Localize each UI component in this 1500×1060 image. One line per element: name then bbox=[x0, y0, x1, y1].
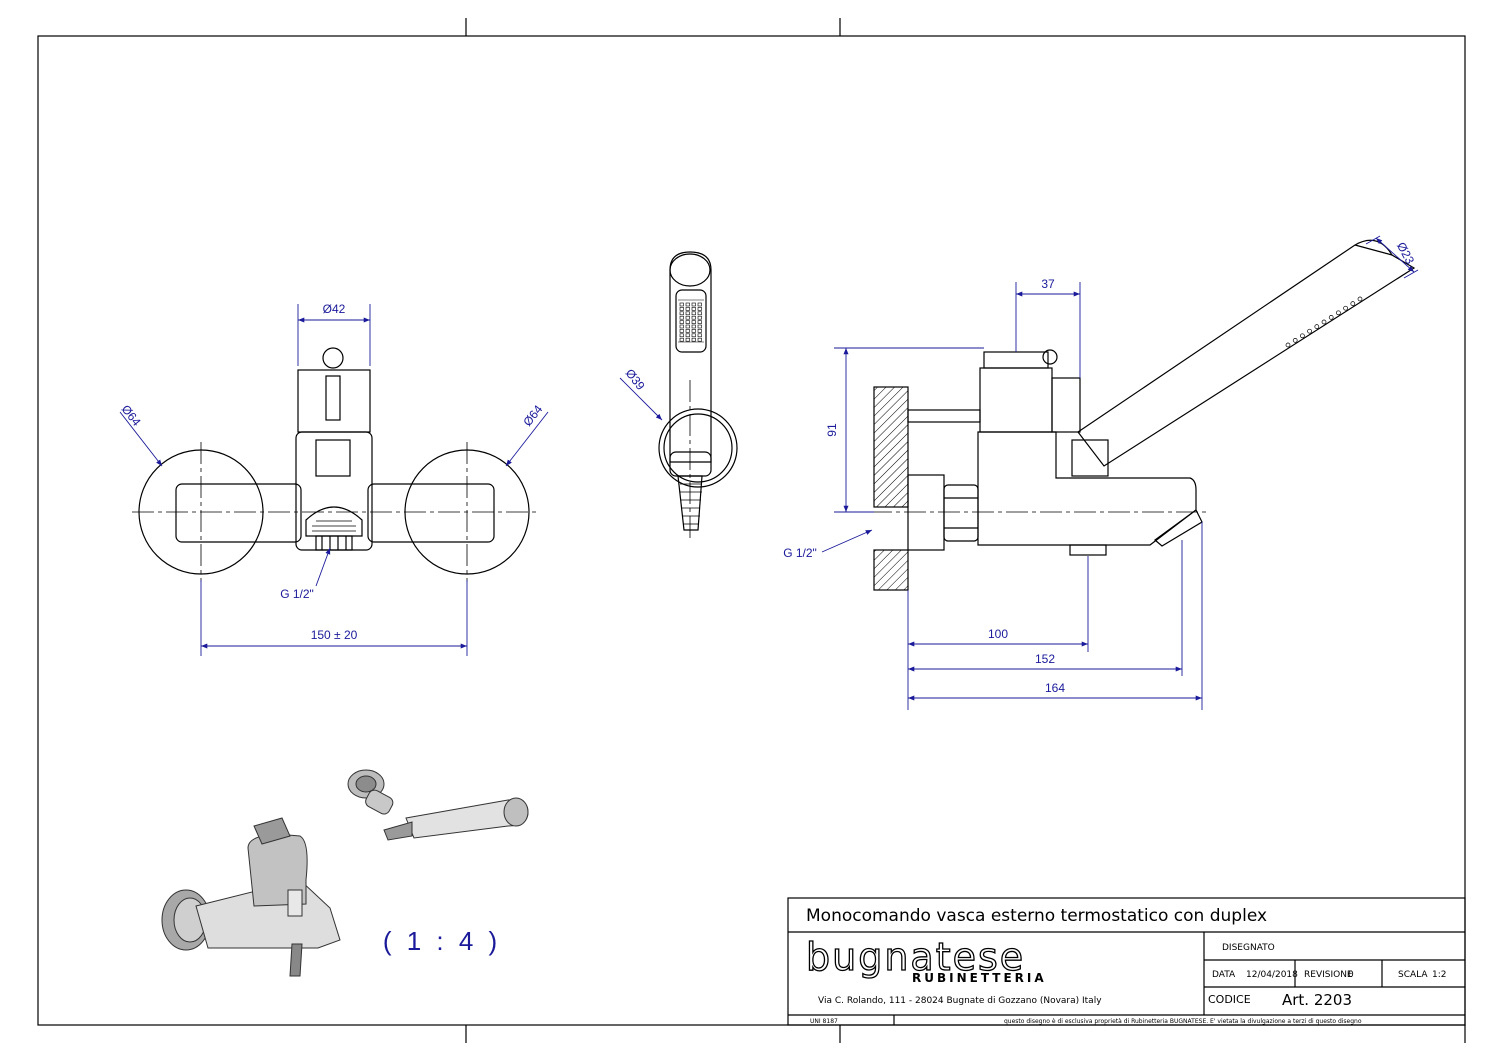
nozzle-dot bbox=[1292, 338, 1298, 343]
nozzle-dot bbox=[1314, 324, 1320, 329]
dim-left-rosette-diameter: Ø64 bbox=[119, 402, 144, 429]
nozzle-dot bbox=[691, 311, 696, 316]
isometric-mixer bbox=[161, 817, 341, 977]
mixer-body bbox=[295, 431, 373, 551]
nozzle-dot bbox=[697, 329, 702, 333]
nozzle-dot bbox=[679, 320, 684, 324]
nozzle-dot bbox=[697, 337, 702, 342]
nozzle-dot bbox=[1343, 305, 1348, 311]
dim-hand-shower-leader bbox=[619, 377, 663, 421]
right-handle-arm bbox=[367, 483, 495, 543]
nozzle-dot bbox=[697, 307, 702, 311]
isometric-scale-label: ( 1 : 4 ) bbox=[383, 926, 501, 956]
nozzle-dot bbox=[1300, 333, 1305, 339]
dim-side-diameter-23: Ø23 bbox=[1394, 240, 1417, 267]
nozzle-dot bbox=[685, 337, 690, 342]
nozzle-dot bbox=[685, 302, 690, 307]
company-address: Via C. Rolando, 111 - 28024 Bugnate di G… bbox=[818, 996, 1102, 1006]
nozzle-dot bbox=[697, 320, 702, 324]
dim-front-thread: G 1/2" bbox=[280, 587, 314, 601]
brand-logo: bugnatese bbox=[806, 935, 1025, 979]
dim-side-164: 164 bbox=[1045, 681, 1065, 695]
drawing-title: Monocomando vasca esterno termostatico c… bbox=[806, 906, 1267, 926]
revision-label: REVISIONE bbox=[1304, 970, 1353, 980]
nozzle-dot bbox=[679, 324, 684, 329]
front-dimensions bbox=[119, 304, 549, 656]
nozzle-dot bbox=[691, 324, 696, 329]
nozzle-dot bbox=[685, 320, 690, 324]
revision-value: 0 bbox=[1348, 970, 1354, 980]
nozzle-dot bbox=[679, 329, 684, 333]
dim-side-37: 37 bbox=[1041, 277, 1055, 291]
nozzle-dot bbox=[679, 333, 684, 338]
date-value: 12/04/2018 bbox=[1246, 970, 1298, 980]
nozzle-dot bbox=[685, 333, 690, 338]
dim-side-100: 100 bbox=[988, 627, 1008, 641]
nozzle-dot bbox=[685, 311, 690, 316]
nut-hex bbox=[943, 484, 979, 542]
dim-centres-distance: 150 ± 20 bbox=[311, 628, 358, 642]
dim-side-thread: G 1/2" bbox=[783, 546, 817, 560]
nozzle-dot bbox=[685, 329, 690, 333]
nozzle-dot bbox=[1328, 315, 1334, 320]
nozzle-dot bbox=[679, 311, 684, 316]
nozzle-dot bbox=[691, 329, 696, 333]
ownership-disclaimer: questo disegno è di esclusiva proprietà … bbox=[1004, 1018, 1362, 1025]
sheet-frame bbox=[37, 18, 1466, 1043]
title-block bbox=[787, 897, 1466, 1026]
nozzle-dot bbox=[691, 320, 696, 324]
nozzle-dot bbox=[691, 307, 696, 311]
dim-hand-shower-diameter: Ø39 bbox=[623, 366, 648, 393]
nozzle-dot bbox=[697, 311, 702, 316]
uni-standard: UNI 8187 bbox=[810, 1018, 838, 1025]
dim-body-diameter: Ø42 bbox=[323, 302, 346, 316]
nozzle-dot bbox=[697, 302, 702, 307]
nozzle-dot bbox=[1336, 310, 1341, 316]
scale-label: SCALA bbox=[1398, 970, 1428, 980]
nozzle-dot bbox=[697, 324, 702, 329]
dim-side-152: 152 bbox=[1035, 652, 1055, 666]
nozzle-dot bbox=[1285, 342, 1291, 348]
nozzle-dot bbox=[1307, 328, 1312, 334]
side-dimensions bbox=[821, 235, 1419, 710]
nozzle-dot bbox=[679, 315, 684, 320]
disegnato-label: DISEGNATO bbox=[1222, 943, 1275, 953]
left-handle-arm bbox=[175, 483, 302, 543]
dim-right-rosette-diameter: Ø64 bbox=[520, 402, 545, 429]
nozzle-dot bbox=[691, 337, 696, 342]
side-view bbox=[836, 239, 1416, 591]
nozzle-dot bbox=[1321, 319, 1327, 325]
nozzle-dot bbox=[697, 315, 702, 320]
thermo-head bbox=[979, 367, 1053, 433]
wall-section-lower bbox=[873, 549, 909, 591]
nozzle-dot bbox=[685, 307, 690, 311]
nozzle-dot bbox=[679, 302, 684, 307]
nozzle-dot bbox=[679, 337, 684, 342]
scale-value: 1:2 bbox=[1432, 970, 1446, 980]
nozzle-dot bbox=[685, 315, 690, 320]
nozzle-dot bbox=[1350, 301, 1356, 306]
front-view bbox=[132, 347, 538, 582]
isometric-hand-shower bbox=[347, 769, 529, 841]
side-hand-shower-nozzles bbox=[1285, 296, 1363, 348]
date-label: DATA bbox=[1212, 970, 1236, 980]
thermo-knob bbox=[297, 369, 371, 433]
hand-shower-nozzles bbox=[679, 302, 702, 342]
code-label: CODICE bbox=[1208, 993, 1251, 1006]
nozzle-dot bbox=[1357, 296, 1363, 302]
brand-subtitle: RUBINETTERIA bbox=[912, 971, 1047, 985]
nozzle-dot bbox=[697, 333, 702, 338]
nozzle-dot bbox=[685, 324, 690, 329]
hand-shower-view bbox=[658, 251, 738, 540]
dim-side-91: 91 bbox=[825, 423, 839, 437]
nozzle-dot bbox=[691, 315, 696, 320]
nozzle-dot bbox=[691, 333, 696, 338]
nozzle-dot bbox=[679, 307, 684, 311]
article-code: Art. 2203 bbox=[1282, 991, 1352, 1009]
wall-section-upper bbox=[873, 386, 909, 508]
nozzle-dot bbox=[691, 302, 696, 307]
